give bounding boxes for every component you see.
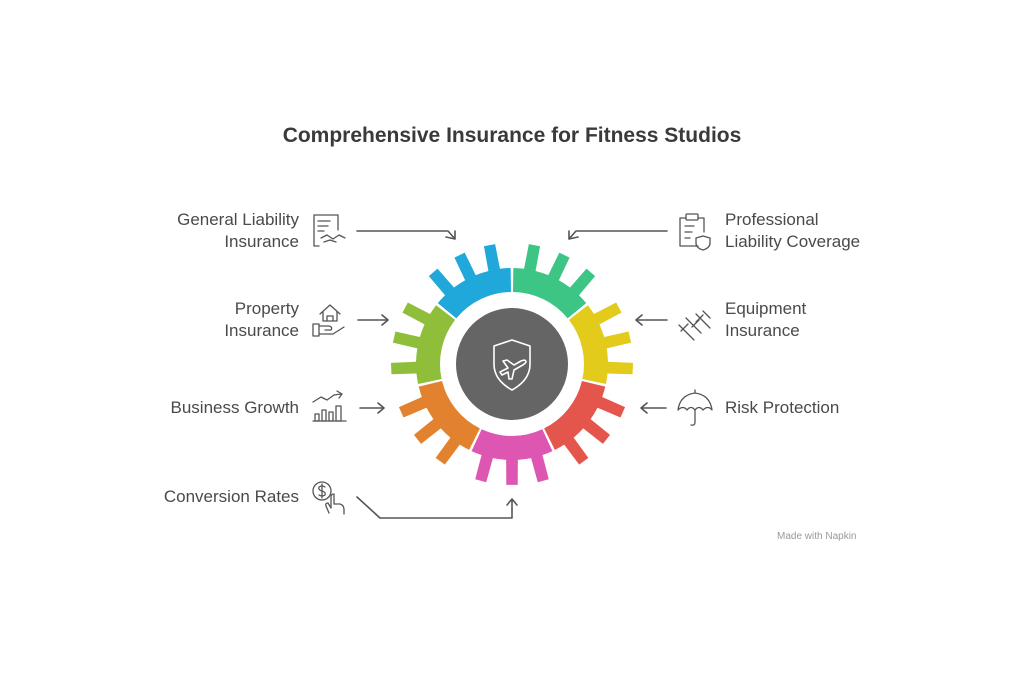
gear-segment	[428, 244, 511, 319]
umbrella-icon	[677, 389, 713, 426]
gear-segment	[391, 302, 456, 385]
house-in-hand-icon	[312, 304, 345, 337]
label-line: Liability Coverage	[725, 232, 861, 251]
label-line: Property	[234, 299, 299, 318]
label-line: Equipment	[725, 299, 807, 318]
gear-segment	[513, 244, 596, 319]
label-line: General Liability	[177, 210, 299, 229]
arrow-general-liability	[356, 230, 456, 240]
gear-segment	[568, 302, 633, 385]
gear-segment	[471, 429, 553, 485]
arrow-risk	[640, 402, 667, 414]
watermark: Made with Napkin	[777, 531, 857, 542]
gear-segment	[398, 381, 480, 465]
shield-airplane-icon	[493, 339, 531, 391]
label-conversion-rates: Conversion Rates	[163, 487, 299, 506]
contract-handshake-icon	[313, 214, 346, 247]
arrow-business-growth	[359, 402, 385, 414]
growth-chart-icon	[312, 390, 347, 422]
arrow-property	[357, 314, 389, 326]
label-risk-protection: Risk Protection	[725, 398, 840, 417]
label-line: Insurance	[224, 321, 299, 340]
gear	[391, 244, 633, 485]
arrow-professional-liability	[568, 230, 668, 240]
diagram-title: Comprehensive Insurance for Fitness Stud…	[282, 124, 742, 147]
label-business-growth: Business Growth	[170, 398, 300, 417]
dumbbell-icon	[678, 310, 711, 341]
label-line: Insurance	[224, 232, 299, 251]
arrow-conversion	[356, 496, 518, 519]
label-line: Professional	[725, 210, 819, 229]
gear-segment	[544, 381, 626, 465]
clipboard-shield-icon	[679, 213, 711, 251]
dollar-click-icon	[312, 481, 345, 515]
label-line: Insurance	[725, 321, 800, 340]
arrow-equipment	[635, 314, 668, 326]
